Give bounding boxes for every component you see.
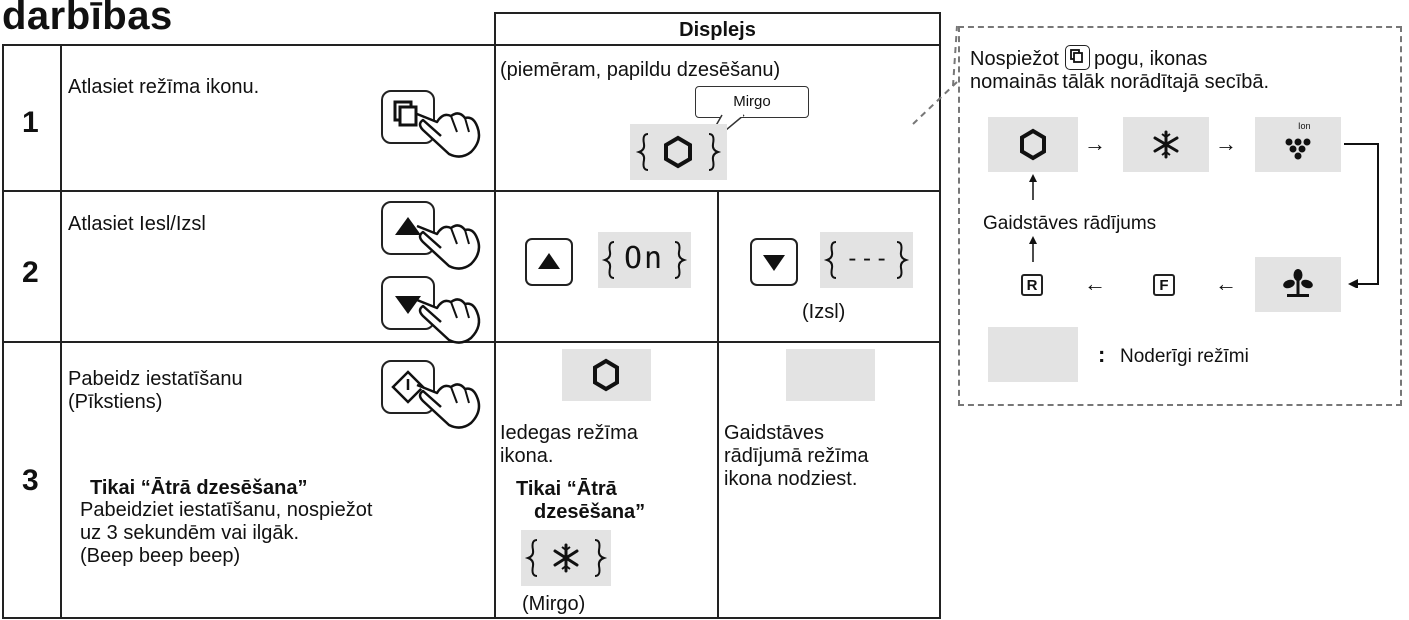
- row3-left-line1: Iedegas režīma: [500, 422, 638, 444]
- sidebar-intro-after: pogu, ikonas: [1094, 48, 1208, 70]
- legend-label: Noderīgi režīmi: [1120, 346, 1249, 367]
- down-arrow-icon: [395, 296, 421, 314]
- down-button-display: [750, 238, 798, 286]
- hand-press-icon: [416, 224, 481, 270]
- step-number-1: 1: [22, 106, 39, 139]
- standby-label: Gaidstāves rādījums: [983, 213, 1157, 234]
- seq-up-arrows: [1029, 174, 1037, 262]
- seq-return-line: [1344, 143, 1379, 288]
- seq-arrow-2: →: [1215, 131, 1237, 156]
- mode-button-inline: [1065, 45, 1090, 70]
- sidebar-intro-line2: nomainās tālāk norādītajā secībā.: [970, 71, 1270, 93]
- up-arrow-icon: [538, 253, 560, 269]
- confirm-icon: [391, 370, 425, 404]
- ion-label: Ion: [1298, 121, 1311, 131]
- off-display-braces: [823, 241, 910, 279]
- section-heading: darbības: [2, 0, 173, 38]
- seq-r-mode: R: [1021, 274, 1043, 296]
- row3-right-line2: rādījumā režīma: [724, 445, 869, 467]
- mode-sequence-panel: [958, 26, 1402, 406]
- seq-arrow-3: ←: [1215, 271, 1237, 296]
- sidebar-intro-before: Nospiežot: [970, 48, 1059, 70]
- step-2-instruction: Atlasiet Iesl/Izsl: [68, 213, 206, 235]
- row3-left-line2: ikona.: [500, 445, 554, 467]
- dashed-connector: [912, 25, 958, 125]
- step-3-note-title: Tikai “Ātrā dzesēšana”: [90, 477, 308, 499]
- on-display-braces: [601, 241, 688, 279]
- step-3-instruction-line1: Pabeidz iestatīšanu: [68, 368, 243, 390]
- off-label: (Izsl): [802, 301, 846, 323]
- step-3-note-line1: Pabeidziet iestatīšanu, nospiežot: [80, 499, 373, 521]
- hand-press-icon: [416, 112, 481, 158]
- step-3-note-line3: (Beep beep beep): [80, 545, 241, 567]
- legend-swatch: [988, 327, 1078, 382]
- snowflake-icon: [1153, 130, 1179, 159]
- step-number-2: 2: [22, 256, 39, 289]
- step-1-instruction: Atlasiet režīma ikonu.: [68, 76, 260, 98]
- mode-icon-on-box: [562, 349, 651, 401]
- hexagon-icon: [1020, 128, 1046, 161]
- hexagon-icon: [593, 358, 619, 392]
- hand-press-icon: [416, 298, 481, 344]
- row1-example-text: (piemēram, papildu dzesēšanu): [500, 59, 781, 81]
- row3-right-line3: ikona nodziest.: [724, 468, 858, 490]
- mode-select-icon: [1070, 49, 1083, 63]
- hexagon-icon: [635, 133, 722, 171]
- row3-left-note-line2: dzesēšana”: [534, 501, 646, 523]
- up-button-display: [525, 238, 573, 286]
- off-display-text: - - -: [848, 245, 886, 272]
- blink-callout: Mirgo: [695, 86, 809, 118]
- ion-grapes-icon: [1285, 138, 1311, 160]
- up-arrow-icon: [395, 217, 421, 235]
- snowflake-icon: [524, 539, 608, 577]
- step-3-note-line2: uz 3 sekundēm vai ilgāk.: [80, 522, 300, 544]
- down-arrow-icon: [763, 255, 785, 271]
- step-number-3: 3: [22, 464, 39, 497]
- seq-arrow-4: ←: [1084, 271, 1106, 296]
- seq-hexagon-box: [988, 117, 1078, 172]
- row3-right-line1: Gaidstāves: [724, 422, 825, 444]
- row3-left-blink: (Mirgo): [522, 593, 586, 615]
- standby-empty-box: [786, 349, 875, 401]
- row3-left-note-line1: Tikai “Ātrā: [516, 478, 617, 500]
- display-column-header: Displejs: [679, 19, 756, 41]
- legend-colon: :: [1098, 342, 1106, 367]
- on-display-text: On: [623, 241, 665, 276]
- hand-press-icon: [416, 383, 481, 429]
- leaf-icon: [1283, 269, 1313, 297]
- seq-arrow-1: →: [1084, 131, 1106, 156]
- mode-select-icon: [393, 100, 418, 127]
- seq-f-mode: F: [1153, 274, 1175, 296]
- step-3-instruction-line2: (Pīkstiens): [68, 391, 163, 413]
